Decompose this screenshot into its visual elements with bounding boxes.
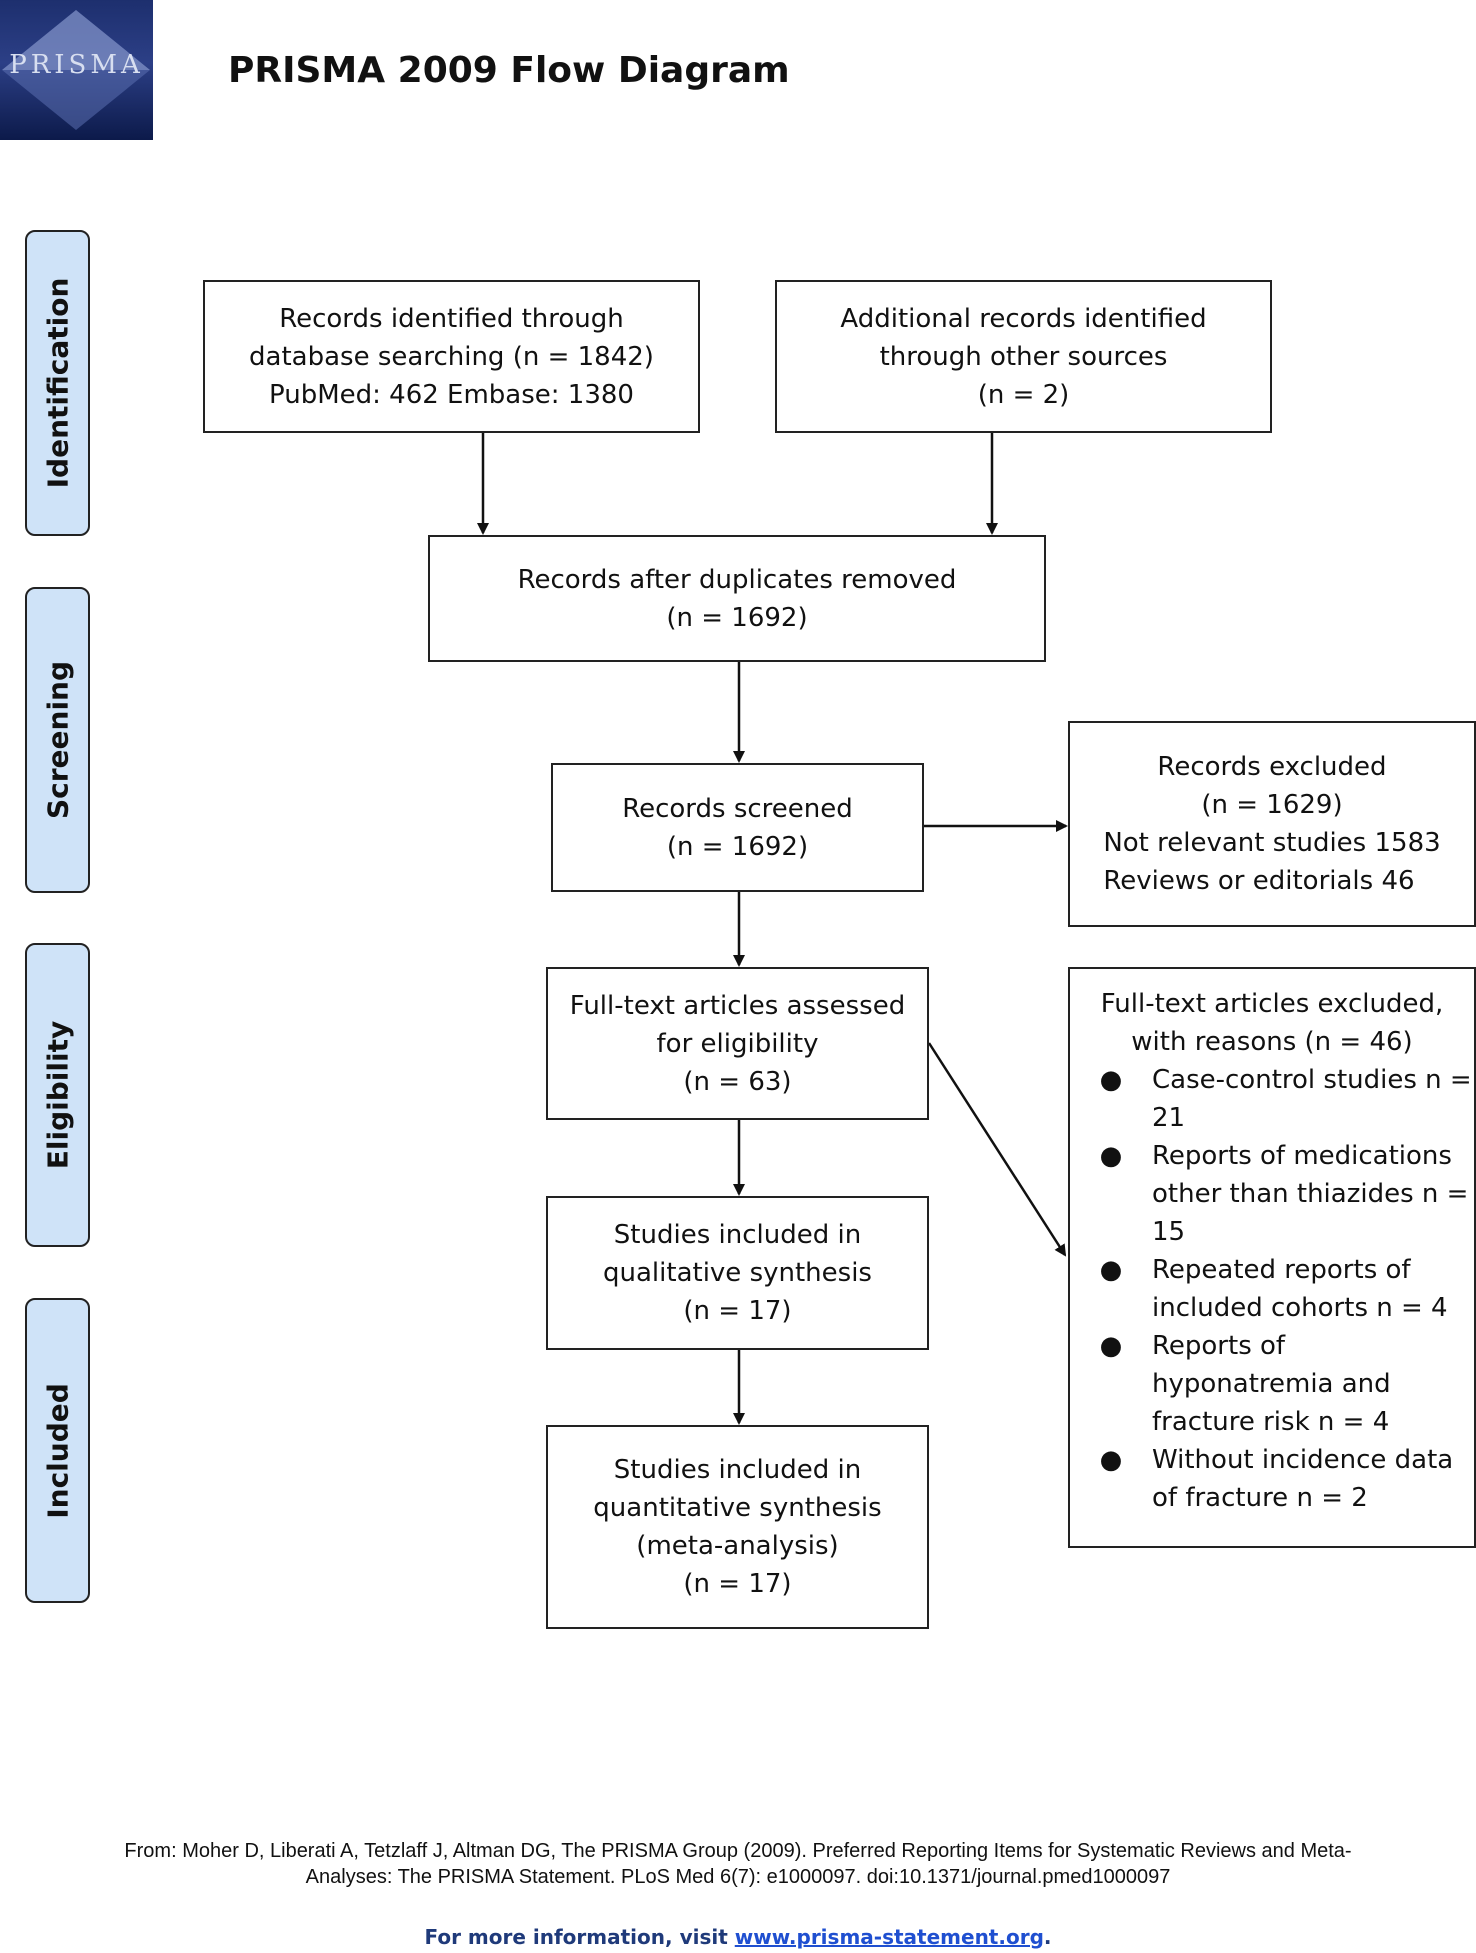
excluded-header-line: Full-text articles excluded, bbox=[1100, 989, 1444, 1019]
citation-line: Analyses: The PRISMA Statement. PLoS Med… bbox=[305, 1866, 1171, 1888]
box-quantitative-synthesis: Studies included in quantitative synthes… bbox=[546, 1425, 929, 1629]
exclusion-reason: ● Repeated reports of included cohorts n… bbox=[1070, 1251, 1474, 1327]
exclusion-reason: ● Reports of medications other than thia… bbox=[1070, 1137, 1474, 1251]
stage-eligibility: Eligibility bbox=[25, 943, 90, 1247]
citation: From: Moher D, Liberati A, Tetzlaff J, A… bbox=[0, 1838, 1476, 1890]
more-info: For more information, visit www.prisma-s… bbox=[0, 1925, 1476, 1949]
bullet-icon: ● bbox=[1099, 1065, 1123, 1095]
prisma-logo: PRISMA bbox=[0, 0, 153, 140]
citation-line: From: Moher D, Liberati A, Tetzlaff J, A… bbox=[124, 1840, 1352, 1862]
more-info-suffix: . bbox=[1043, 1925, 1052, 1949]
arrow-fulltext-to-excluded bbox=[927, 1042, 1067, 1257]
box-fulltext-excluded: Full-text articles excluded, with reason… bbox=[1068, 967, 1476, 1548]
bullet-icon: ● bbox=[1099, 1445, 1123, 1475]
page-title: PRISMA 2009 Flow Diagram bbox=[228, 50, 790, 91]
bullet-icon: ● bbox=[1099, 1331, 1123, 1361]
box-fulltext-assessed: Full-text articles assessed for eligibil… bbox=[546, 967, 929, 1120]
stage-screening: Screening bbox=[25, 587, 90, 893]
exclusion-reason: ● Case-control studies n = 21 bbox=[1070, 1061, 1474, 1137]
box-records-excluded: Records excluded (n = 1629) Not relevant… bbox=[1068, 721, 1476, 927]
exclusion-reason: ● Without incidence data of fracture n =… bbox=[1070, 1441, 1474, 1517]
logo-text: PRISMA bbox=[9, 50, 144, 80]
box-other-sources: Additional records identified through ot… bbox=[775, 280, 1272, 433]
more-info-prefix: For more information, visit bbox=[424, 1925, 735, 1949]
box-after-duplicates: Records after duplicates removed (n = 16… bbox=[428, 535, 1046, 662]
exclusion-reason: ● Reports of hyponatremia and fracture r… bbox=[1070, 1327, 1474, 1441]
prisma-website-link[interactable]: www.prisma-statement.org bbox=[734, 1925, 1044, 1949]
excluded-header-line: with reasons (n = 46) bbox=[1131, 1027, 1413, 1057]
box-records-screened: Records screened (n = 1692) bbox=[551, 763, 924, 892]
logo-pyramid-icon bbox=[2, 10, 150, 130]
bullet-icon: ● bbox=[1099, 1141, 1123, 1171]
stage-included: Included bbox=[25, 1298, 90, 1603]
stage-identification: Identification bbox=[25, 230, 90, 536]
box-qualitative-synthesis: Studies included in qualitative synthesi… bbox=[546, 1196, 929, 1350]
bullet-icon: ● bbox=[1099, 1255, 1123, 1285]
box-database-records: Records identified through database sear… bbox=[203, 280, 700, 433]
